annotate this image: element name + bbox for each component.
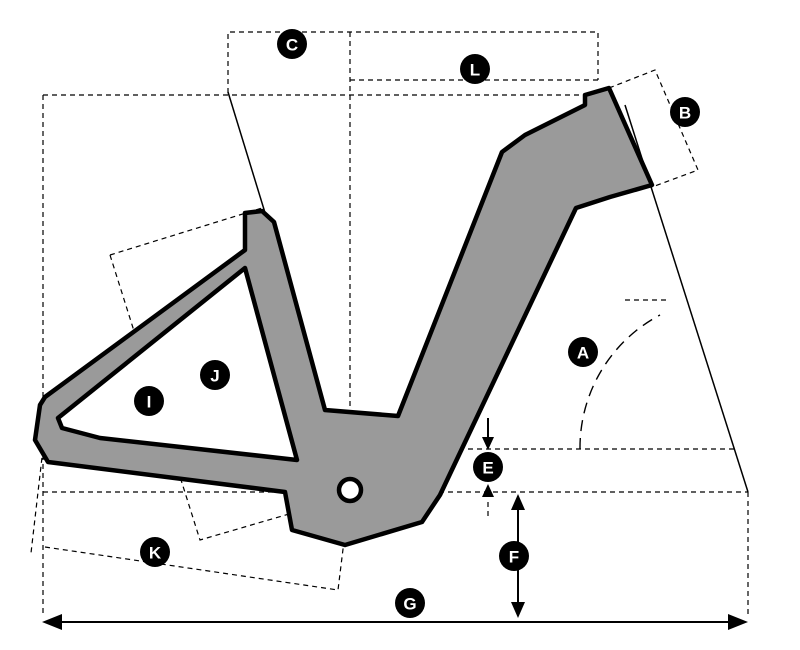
badge-g-label: G — [403, 595, 416, 614]
frame-body — [32, 85, 655, 548]
rear-dropout-extension — [30, 439, 45, 554]
badge-c: C — [277, 29, 307, 59]
badge-f: F — [499, 541, 529, 571]
dimension-g-arrow-right — [728, 614, 748, 630]
badge-b-label: B — [679, 104, 691, 123]
badge-l-label: L — [470, 61, 480, 80]
badge-e: E — [473, 452, 503, 482]
badge-c-label: C — [286, 36, 298, 55]
head-angle-arc — [579, 314, 661, 450]
badge-i: I — [134, 386, 164, 416]
frame-rear-triangle-opening — [55, 265, 300, 463]
dimension-e-arrow-bottom — [482, 484, 494, 497]
dimension-e-arrow-top — [482, 437, 494, 450]
badge-g: G — [395, 588, 425, 618]
badge-j-label: J — [210, 367, 219, 386]
dimension-f-arrow-bottom — [511, 602, 525, 618]
badge-e-label: E — [482, 459, 493, 478]
badge-a: A — [568, 337, 598, 367]
construction-lines — [30, 31, 749, 615]
dimension-f-arrow-top — [511, 494, 525, 510]
dimension-badges: A B C E F G I J — [134, 29, 700, 618]
badge-i-label: I — [147, 393, 152, 412]
badge-k-label: K — [149, 544, 162, 563]
badge-f-label: F — [509, 548, 519, 567]
dimension-arrows — [42, 418, 748, 630]
badge-a-label: A — [577, 344, 589, 363]
badge-k: K — [140, 537, 170, 567]
badge-j: J — [200, 360, 230, 390]
badge-b: B — [670, 97, 700, 127]
bike-frame — [32, 85, 655, 548]
badge-l: L — [460, 54, 490, 84]
dimension-g-arrow-left — [42, 614, 62, 630]
dimension-c-box — [227, 31, 599, 492]
bottom-bracket — [336, 476, 364, 504]
